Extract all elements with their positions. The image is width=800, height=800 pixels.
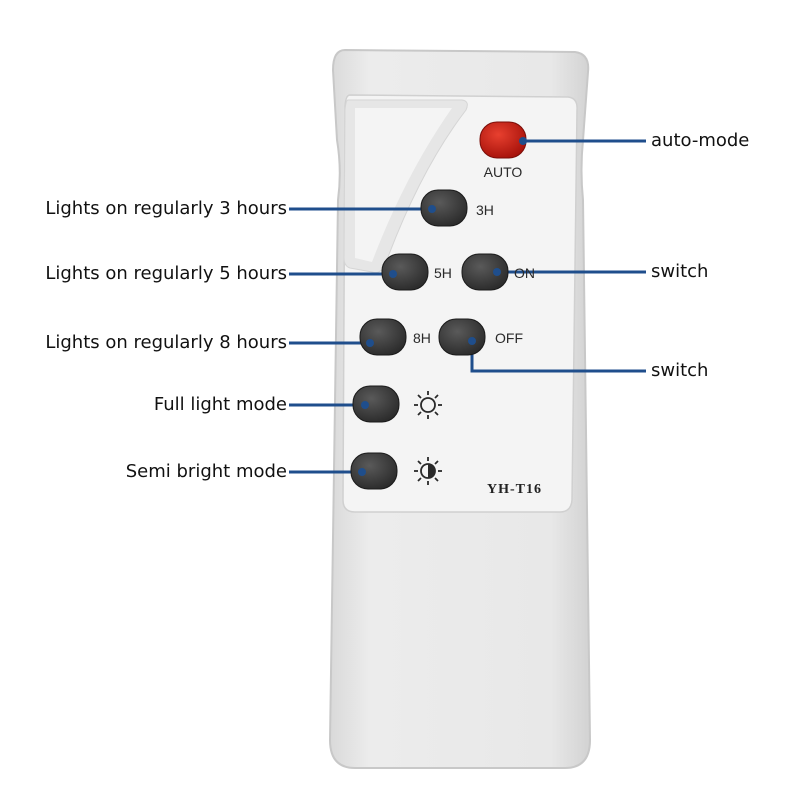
- switch-on-callout: switch: [651, 261, 709, 282]
- off-button[interactable]: [438, 318, 486, 356]
- five-hours-button[interactable]: [381, 253, 429, 291]
- lights-8h-callout: Lights on regularly 8 hours: [45, 332, 287, 353]
- off-label: OFF: [495, 330, 523, 346]
- eight-hours-button[interactable]: [359, 318, 407, 356]
- full-light-button[interactable]: [352, 385, 400, 423]
- full-light-sun-icon: [414, 391, 442, 419]
- three-hours-button[interactable]: [420, 189, 468, 227]
- eight-hours-label: 8H: [413, 330, 431, 346]
- lights-3h-callout: Lights on regularly 3 hours: [45, 198, 287, 219]
- auto-label: AUTO: [484, 164, 523, 180]
- semi-bright-callout: Semi bright mode: [125, 461, 287, 482]
- switch-off-callout: switch: [651, 360, 709, 381]
- semi-bright-sun-icon: [414, 457, 442, 485]
- five-hours-label: 5H: [434, 265, 452, 281]
- on-label: ON: [514, 265, 535, 281]
- three-hours-label: 3H: [476, 202, 494, 218]
- full-light-callout: Full light mode: [153, 394, 287, 415]
- callout-dots: [358, 137, 527, 476]
- on-button[interactable]: [461, 253, 509, 291]
- semi-bright-button[interactable]: [350, 452, 398, 490]
- auto-button[interactable]: [479, 121, 527, 159]
- auto-mode-callout: auto-mode: [651, 130, 750, 151]
- lights-5h-callout: Lights on regularly 5 hours: [45, 263, 287, 284]
- model-label: YH-T16: [487, 482, 542, 497]
